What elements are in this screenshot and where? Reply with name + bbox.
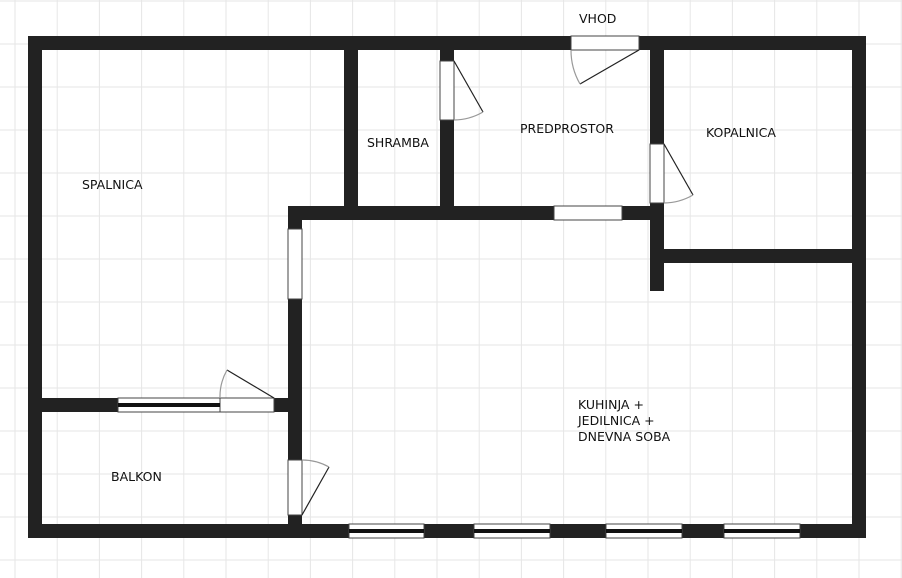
- entrance-door-opening[interactable]: [570, 35, 640, 51]
- balkon-door-swing: [219, 369, 275, 399]
- door-swings: [219, 49, 694, 516]
- balkon-door-opening[interactable]: [219, 397, 275, 413]
- entrance-label: VHOD: [579, 11, 617, 26]
- room-label-spalnica: SPALNICA: [82, 177, 143, 192]
- shramba-door-swing: [453, 60, 484, 121]
- living-window-opening: [287, 228, 303, 300]
- kopalnica-door-swing: [663, 143, 694, 204]
- room-label-shramba: SHRAMBA: [367, 135, 429, 150]
- openings: [117, 35, 801, 539]
- room-label-kuhinja: KUHINJA + JEDILNICA + DNEVNA SOBA: [578, 397, 671, 444]
- wall-spalnica-shramba: [344, 36, 358, 220]
- window-panes: [118, 403, 800, 533]
- wall-right: [852, 36, 866, 538]
- room-label-balkon: BALKON: [111, 469, 162, 484]
- kopalnica-door-opening[interactable]: [649, 143, 665, 204]
- spalnica-door-swing: [301, 459, 330, 516]
- wall-kopalnica-bottom: [650, 249, 866, 263]
- entrance-door-swing: [570, 49, 640, 85]
- hall-opening: [553, 205, 623, 221]
- shramba-door-opening[interactable]: [439, 60, 455, 121]
- wall-left: [28, 36, 42, 538]
- room-label-kopalnica: KOPALNICA: [706, 125, 776, 140]
- spalnica-door-opening[interactable]: [287, 459, 303, 516]
- room-label-predprostor: PREDPROSTOR: [520, 121, 614, 136]
